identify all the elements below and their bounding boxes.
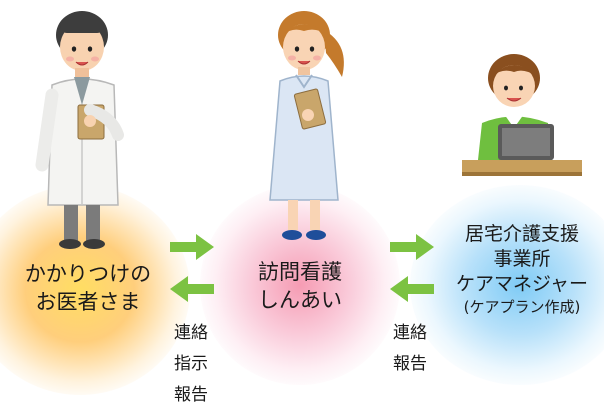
care-manager-icon: [462, 54, 582, 176]
nurse-icon: [269, 11, 344, 240]
arrow-left-icon: [170, 276, 214, 302]
nurse-label-line2: しんあい: [258, 288, 342, 312]
doctor-label-line2: お医者さま: [35, 290, 141, 314]
nurse-label: 訪問看護 しんあい: [220, 258, 380, 314]
care-manager-glow: [410, 185, 604, 385]
doctor-nurse-link-text: 連絡 指示 報告: [174, 318, 208, 411]
doctor-icon: [35, 11, 124, 249]
link-left-line1: 連絡: [174, 323, 208, 343]
care-manager-label-line4: (ケアプラン作成): [463, 298, 581, 316]
link-right-line2: 報告: [393, 354, 427, 374]
care-manager-label-line1: 居宅介護支援: [464, 223, 579, 245]
link-right-line1: 連絡: [393, 323, 427, 343]
arrow-left-icon: [390, 276, 434, 302]
care-manager-label: 居宅介護支援 事業所 ケアマネジャー (ケアプラン作成): [442, 222, 602, 318]
doctor-label-line1: かかりつけの: [24, 262, 152, 286]
arrow-right-icon: [390, 234, 434, 260]
care-manager-label-line3: ケアマネジャー: [455, 273, 589, 295]
nurse-care-link-text: 連絡 報告: [393, 318, 427, 380]
nurse-glow: [200, 185, 400, 385]
arrow-right-icon: [170, 234, 214, 260]
link-left-line3: 報告: [174, 385, 208, 405]
doctor-label: かかりつけの お医者さま: [8, 260, 168, 316]
nurse-label-line1: 訪問看護: [258, 260, 342, 284]
link-left-line2: 指示: [174, 354, 208, 374]
care-manager-label-line2: 事業所: [493, 248, 551, 270]
